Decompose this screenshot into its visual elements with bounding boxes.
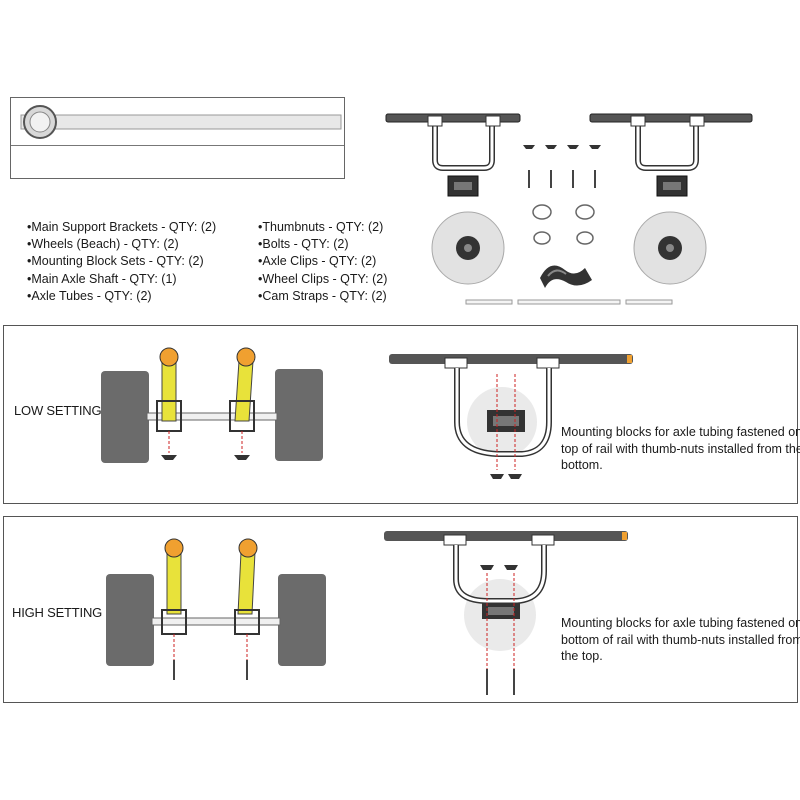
thumbnut-icon: [504, 565, 518, 570]
setting-description: Mounting blocks for axle tubing fastened…: [561, 616, 800, 663]
wheel-left: [101, 371, 149, 463]
bolt-icon: [528, 170, 596, 188]
thumbnut-icon: [161, 455, 177, 460]
parts-list-item: •Axle Clips - QTY: (2): [258, 254, 377, 269]
cam-strap-icon: [540, 265, 592, 288]
axle-tube: [234, 360, 254, 422]
support-rail: [384, 531, 628, 541]
axle-shaft: [151, 617, 281, 626]
support-bracket-left: [385, 113, 521, 171]
axle-shaft-illustration: [11, 105, 344, 146]
wheel-left: [106, 574, 154, 666]
parts-list-item: •Main Axle Shaft - QTY: (1): [27, 271, 177, 286]
wheel-right: [633, 211, 707, 285]
axle-shaft: [146, 412, 278, 421]
wheel-right: [278, 574, 326, 666]
wheel-left: [431, 211, 505, 285]
parts-list-left: •Main Support Brackets - QTY: (2) •Wheel…: [27, 219, 216, 305]
thumbnut-icon: [234, 455, 250, 460]
parts-list-item: •Thumbnuts - QTY: (2): [258, 220, 384, 234]
parts-list-item: •Wheel Clips - QTY: (2): [258, 271, 388, 286]
thumbnut-icon: [490, 474, 504, 479]
setting-label: HIGH SETTING: [12, 605, 103, 620]
axle-clip-icon: [532, 204, 595, 245]
axle-shaft-frame: [10, 97, 345, 179]
high-setting-panel: HIGH SETTING Mounting blocks for axle tu…: [3, 516, 800, 703]
high-setting-front-view: [106, 538, 326, 680]
axle-tube: [161, 360, 177, 422]
low-setting-front-view: [101, 347, 323, 463]
setting-label: LOW SETTING: [14, 403, 102, 418]
tube-cap: [159, 347, 179, 367]
high-setting-side-view: [384, 531, 628, 695]
parts-list-right: •Thumbnuts - QTY: (2) •Bolts - QTY: (2) …: [258, 219, 387, 305]
parts-list-item: •Axle Tubes - QTY: (2): [27, 288, 152, 303]
thumbnut-icon: [480, 565, 494, 570]
parts-list-item: •Wheels (Beach) - QTY: (2): [27, 237, 179, 252]
axle-tube-icon: [465, 299, 673, 305]
tube-cap: [238, 538, 258, 558]
axle-tube: [237, 551, 256, 615]
parts-list-item: •Bolts - QTY: (2): [258, 237, 349, 252]
low-setting-side-view: [389, 354, 633, 479]
setting-description: Mounting blocks for axle tubing fastened…: [561, 425, 800, 472]
tube-cap: [236, 347, 256, 367]
thumbnut-icon: [508, 474, 522, 479]
wheel-right: [275, 369, 323, 461]
tube-cap: [164, 538, 184, 558]
parts-exploded-illustration: [385, 113, 753, 305]
support-bracket-right: [589, 113, 753, 171]
parts-list-item: •Cam Straps - QTY: (2): [258, 288, 387, 303]
parts-list-item: •Main Support Brackets - QTY: (2): [27, 220, 217, 234]
thumbnut-icon: [523, 145, 601, 149]
support-rail: [389, 354, 633, 364]
low-setting-panel: LOW SETTING Mounting blocks for axle tub…: [3, 325, 800, 504]
parts-list-item: •Mounting Block Sets - QTY: (2): [27, 254, 204, 269]
axle-tube: [166, 551, 182, 615]
